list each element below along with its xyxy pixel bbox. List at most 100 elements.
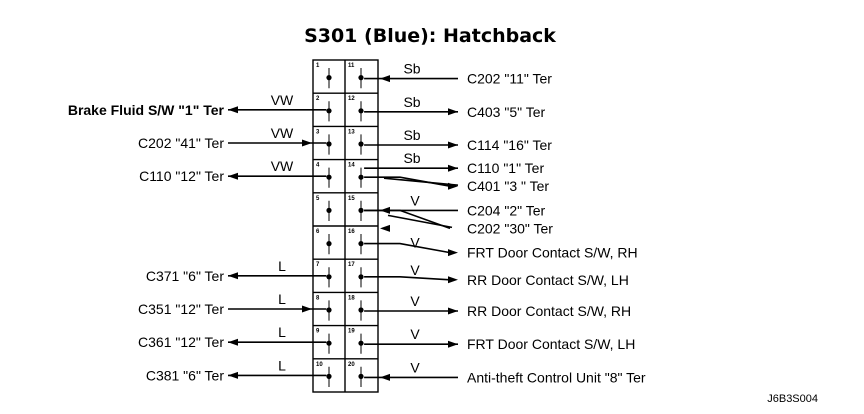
pin-number: 11 [348, 63, 355, 69]
left-connection: VW Brake Fluid S/W "1" Ter [68, 92, 327, 118]
right-arrow-out [448, 108, 458, 116]
right-connection: V C204 "2" Ter [364, 192, 546, 218]
left-arrow-out [228, 371, 238, 379]
right-connection: C202 "30" Ter [364, 209, 553, 236]
right-arrow-out [448, 276, 458, 284]
right-wire-code: Sb [403, 94, 420, 110]
right-connection-label: C202 "30" Ter [467, 220, 553, 236]
pin-number: 19 [348, 329, 355, 335]
right-wire-code: V [410, 262, 420, 278]
pin-dot [326, 108, 332, 114]
pin-number: 6 [316, 229, 320, 235]
right-connection: C401 "3 " Ter [364, 176, 549, 194]
right-wire-branch [383, 177, 459, 186]
pin-dot [358, 207, 364, 213]
right-wire [364, 209, 451, 230]
pin-dot [358, 108, 364, 114]
pin-number: 20 [348, 362, 355, 368]
right-wire-code: Sb [403, 61, 420, 77]
left-wire-code: VW [271, 158, 294, 174]
right-arrow-in [380, 224, 390, 232]
left-connection-label: Brake Fluid S/W "1" Ter [68, 102, 225, 118]
pin-dot [326, 373, 332, 379]
left-connection: L C361 "12" Ter [138, 324, 327, 350]
left-connection-label: C381 "6" Ter [146, 367, 225, 383]
left-wire-code: VW [271, 125, 294, 141]
right-connection: VRR Door Contact S/W, LH [364, 262, 629, 288]
pin-number: 12 [348, 96, 355, 102]
right-connection-label: Anti-theft Control Unit "8" Ter [467, 369, 646, 385]
right-connection-label: FRT Door Contact S/W, LH [467, 336, 635, 352]
left-connection: L C351 "12" Ter [138, 291, 327, 317]
right-arrow-out [448, 141, 458, 149]
right-wire-branch [387, 214, 453, 229]
right-wire-code: Sb [403, 127, 420, 143]
right-arrow-in [380, 373, 390, 381]
pin-number: 7 [316, 262, 320, 268]
pin-dot [326, 241, 332, 247]
left-arrow-out [228, 172, 238, 180]
right-wire-code: V [410, 359, 420, 375]
pin-number: 5 [316, 196, 320, 202]
pin-number: 13 [348, 129, 355, 135]
pin-dot [326, 274, 332, 280]
pin-number: 2 [316, 96, 320, 102]
right-wire [364, 176, 451, 187]
right-connection-label: C204 "2" Ter [467, 202, 546, 218]
right-arrow-out [448, 164, 458, 172]
right-connection: V Anti-theft Control Unit "8" Ter [364, 359, 646, 385]
pin-number: 17 [348, 262, 355, 268]
left-arrow-out [228, 106, 238, 114]
right-wire-code: V [410, 192, 420, 208]
pin-dot [358, 373, 364, 379]
left-connection-label: C351 "12" Ter [138, 301, 224, 317]
right-connection: VRR Door Contact S/W, RH [364, 293, 631, 319]
pin-number: 18 [348, 295, 355, 301]
left-connection-label: C361 "12" Ter [138, 334, 224, 350]
pin-number: 1 [316, 63, 320, 69]
left-wire-code: L [278, 291, 286, 307]
pin-dot [358, 307, 364, 313]
right-connection-label: C401 "3 " Ter [467, 178, 549, 194]
pin-number: 15 [348, 196, 355, 202]
right-wire [364, 276, 451, 281]
right-arrow-out [448, 249, 458, 257]
left-wire-code: L [278, 357, 286, 373]
right-wire-code: Sb [403, 150, 420, 166]
pin-dot [358, 274, 364, 280]
right-arrow-out [448, 182, 458, 190]
right-wire-code: V [410, 293, 420, 309]
left-arrow-in [302, 305, 312, 313]
pin-dot [358, 141, 364, 147]
pin-dot [358, 340, 364, 346]
pin-dot [358, 174, 364, 180]
right-arrow-out [448, 307, 458, 315]
pin-number: 10 [316, 362, 323, 368]
pin-dot [326, 75, 332, 81]
pin-dot [326, 207, 332, 213]
left-wire-code: VW [271, 92, 294, 108]
left-arrow-in [302, 139, 312, 147]
diagram-title: S301 (Blue): Hatchback [304, 25, 556, 47]
figure-code: J6B3S004 [767, 393, 818, 405]
pin-number: 3 [316, 129, 320, 135]
pin-dot [326, 141, 332, 147]
left-wire-code: L [278, 324, 286, 340]
pin-dot [326, 307, 332, 313]
right-connection-label: C110 "1" Ter [467, 160, 544, 176]
right-connection-label: FRT Door Contact S/W, RH [467, 245, 638, 261]
right-arrow-out [448, 340, 458, 348]
left-connection-label: C371 "6" Ter [146, 268, 225, 284]
right-connection-label: C202 "11" Ter [467, 71, 552, 87]
